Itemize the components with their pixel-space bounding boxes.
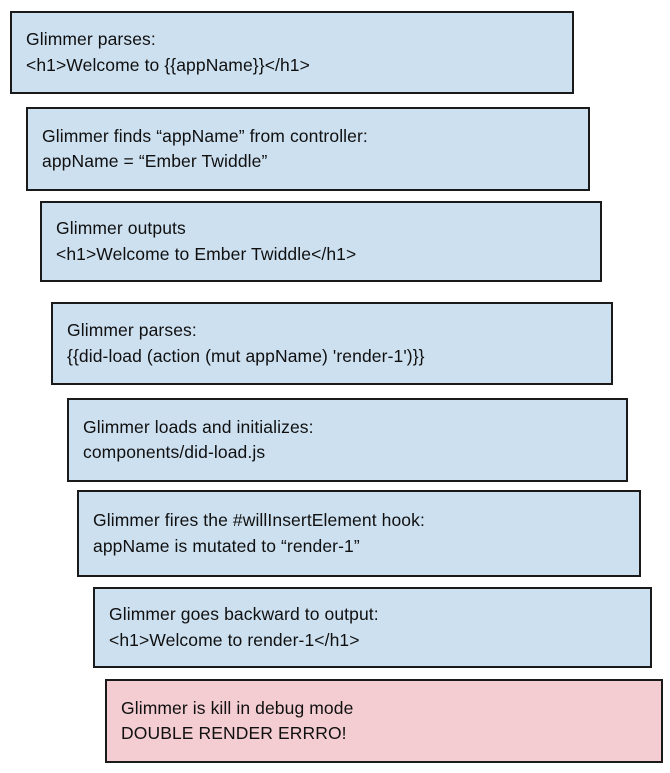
step-line-primary: Glimmer loads and initializes: [83, 416, 314, 437]
step-line-secondary: <h1>Welcome to Ember Twiddle</h1> [56, 243, 357, 264]
step-line-secondary: <h1>Welcome to {{appName}}</h1> [26, 54, 310, 75]
step-box: Glimmer outputs <h1>Welcome to Ember Twid… [40, 201, 602, 282]
step-line-primary: Glimmer parses: [67, 320, 197, 341]
step-line-secondary: appName = “Ember Twiddle” [42, 151, 268, 171]
step-line-secondary: DOUBLE RENDER ERRRO! [121, 723, 347, 743]
step-line-primary: Glimmer finds “appName” from controller: [42, 125, 368, 146]
step-line-primary: Glimmer is kill in debug mode [121, 697, 354, 718]
step-box: Glimmer parses: <h1>Welcome to {{appName}… [10, 11, 574, 94]
step-line-secondary: appName is mutated to “render-1” [93, 535, 360, 556]
step-line-primary: Glimmer outputs [56, 218, 186, 239]
step-line-secondary: <h1>Welcome to render-1</h1> [109, 629, 360, 650]
step-box: Glimmer fires the #willInsertElement hoo… [77, 490, 641, 577]
step-box: Glimmer finds “appName” from controller:… [26, 107, 590, 191]
step-box: Glimmer goes backward to output: <h1>Welc… [93, 587, 652, 668]
step-line-primary: Glimmer goes backward to output: [109, 604, 379, 625]
step-line-primary: Glimmer fires the #willInsertElement hoo… [93, 510, 425, 531]
step-line-primary: Glimmer parses: [26, 29, 156, 50]
step-line-secondary: {{did-load (action (mut appName) 'render… [67, 345, 425, 366]
step-box: Glimmer parses: {{did-load (action (mut a… [51, 302, 613, 385]
step-line-secondary: components/did-load.js [83, 442, 266, 462]
step-box: Glimmer loads and initializes: components… [67, 398, 628, 482]
